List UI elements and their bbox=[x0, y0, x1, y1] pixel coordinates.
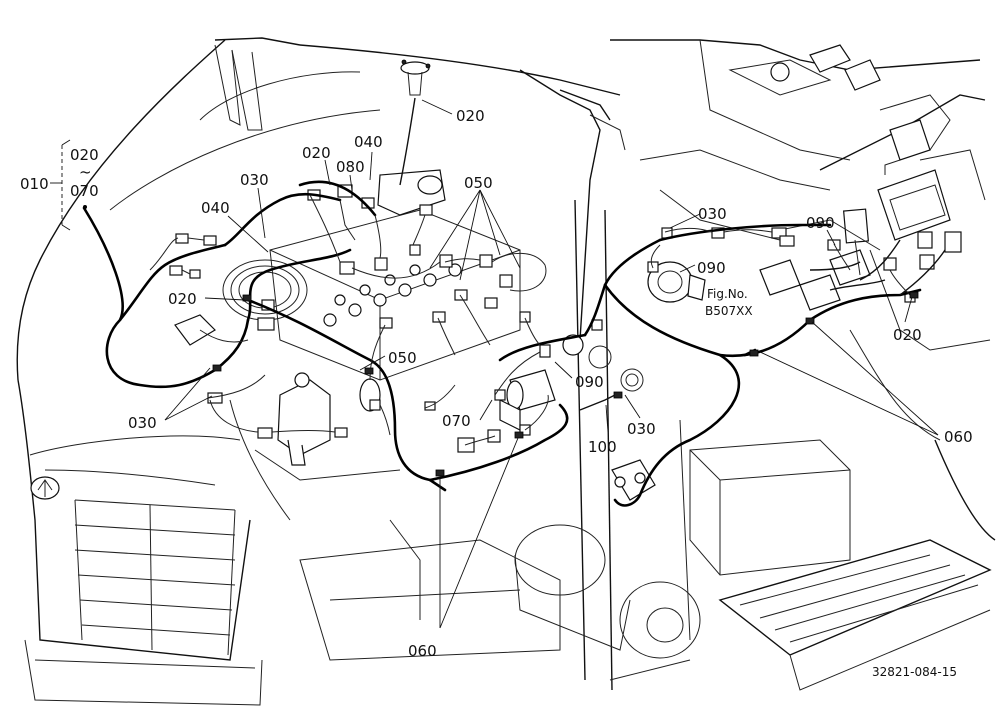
label-060-right: 060 bbox=[944, 428, 973, 446]
fig-reference-line1: Fig.No. bbox=[707, 287, 748, 301]
label-030-upper-left: 030 bbox=[240, 171, 269, 189]
label-050-middle: 050 bbox=[388, 349, 417, 367]
label-010: 010 bbox=[20, 175, 49, 193]
fuel-pump bbox=[277, 372, 331, 466]
label-070-range-end: 070 bbox=[70, 182, 99, 200]
fan-pulley bbox=[222, 259, 308, 321]
grille-slats bbox=[74, 499, 236, 656]
label-080: 080 bbox=[336, 158, 365, 176]
label-020-upper: 020 bbox=[302, 144, 331, 162]
figure-reference: Fig.No. B507XX bbox=[705, 287, 753, 318]
engine-components bbox=[222, 59, 644, 466]
label-020-right: 020 bbox=[893, 326, 922, 344]
label-090-right: 090 bbox=[806, 214, 835, 232]
leader-lines bbox=[50, 99, 939, 629]
label-020-fuel-sender: 020 bbox=[456, 107, 485, 125]
lower-connector bbox=[611, 459, 656, 501]
label-040-left: 040 bbox=[201, 199, 230, 217]
battery-box bbox=[689, 439, 851, 576]
label-030-lower-left: 030 bbox=[128, 414, 157, 432]
front-axle bbox=[514, 524, 701, 681]
label-range-tilde: ~ bbox=[79, 163, 92, 181]
label-070: 070 bbox=[442, 412, 471, 430]
ecu-unit bbox=[877, 159, 951, 241]
label-030-lower-center: 030 bbox=[627, 420, 656, 438]
tractor-body-outline bbox=[16, 37, 996, 706]
drawing-number: 32821-084-15 bbox=[872, 665, 957, 679]
branch-wires bbox=[149, 194, 911, 446]
callout-labels: 010 020 ~ 070 020 020 040 080 030 040 05… bbox=[20, 107, 973, 660]
label-020-range-start: 020 bbox=[70, 146, 99, 164]
label-030-upper-right: 030 bbox=[698, 205, 727, 223]
electrical-modules bbox=[611, 44, 962, 501]
label-060-bottom: 060 bbox=[408, 642, 437, 660]
label-020-left: 020 bbox=[168, 290, 197, 308]
fig-reference-line2: B507XX bbox=[705, 304, 753, 318]
label-090-steering: 090 bbox=[697, 259, 726, 277]
label-100: 100 bbox=[588, 438, 617, 456]
fuel-sender bbox=[400, 59, 431, 96]
label-050-upper: 050 bbox=[464, 174, 493, 192]
step-plate bbox=[718, 539, 992, 691]
label-090-center: 090 bbox=[575, 373, 604, 391]
brand-emblem bbox=[30, 476, 60, 500]
label-040-upper: 040 bbox=[354, 133, 383, 151]
harness-clamps bbox=[212, 291, 919, 477]
starter-motor bbox=[499, 369, 556, 431]
main-harness bbox=[82, 97, 946, 507]
